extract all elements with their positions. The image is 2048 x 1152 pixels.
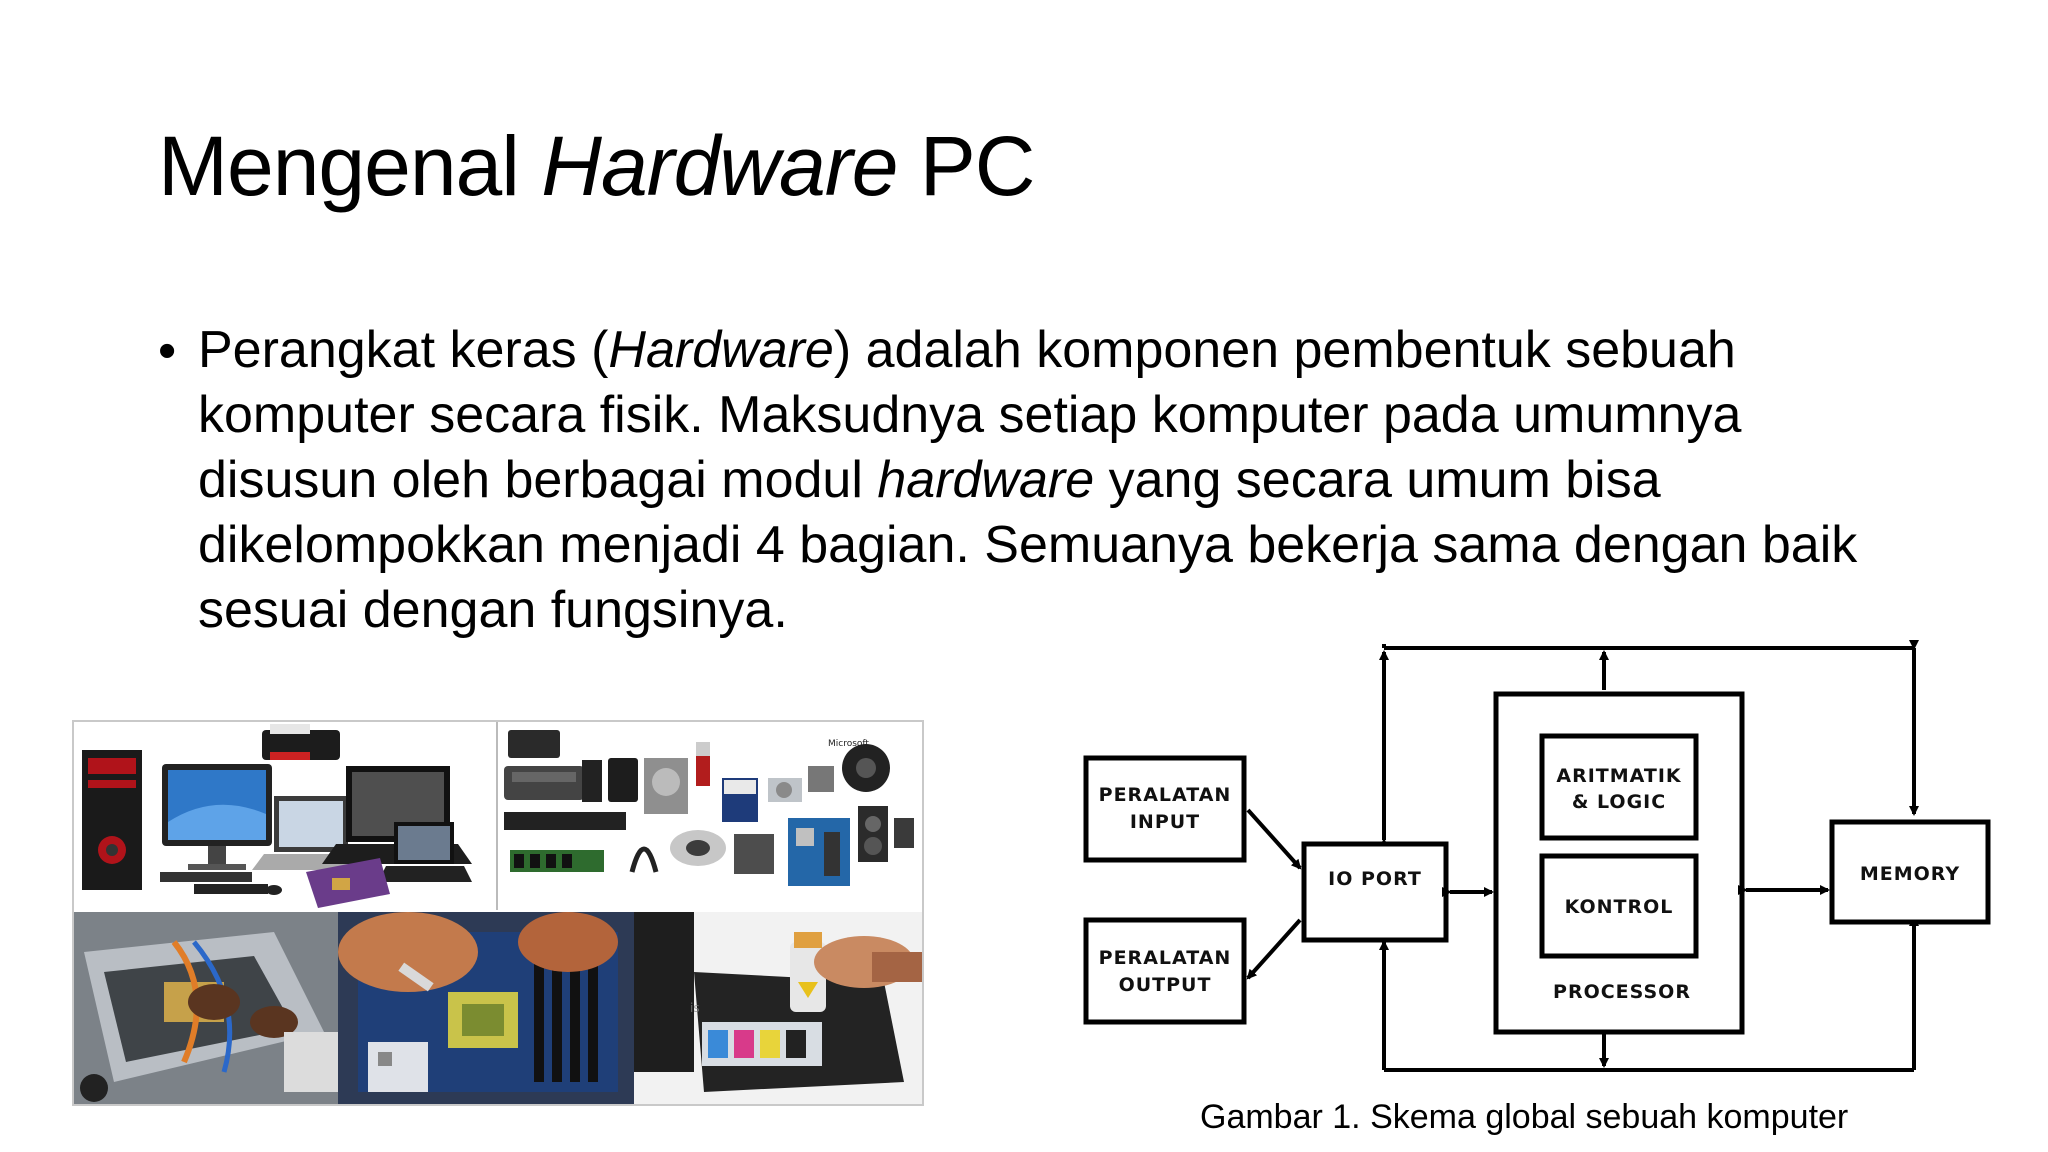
svg-text:is: is	[690, 1001, 700, 1015]
title-italic-text: Hardware	[541, 119, 898, 213]
alu-box	[1539, 733, 1699, 841]
title-text: Mengenal	[158, 119, 542, 213]
svg-text:ARITMATIK: ARITMATIK	[1556, 765, 1682, 787]
svg-text:& LOGIC: & LOGIC	[1572, 791, 1666, 813]
input-device-box: PERALATAN INPUT	[1083, 755, 1247, 863]
processor-box: ARITMATIK & LOGIC KONTROL PROCESSOR	[1493, 691, 1745, 1035]
control-box	[1539, 853, 1699, 959]
desktop-laptop-printer-photo	[74, 722, 498, 910]
svg-text:INPUT: INPUT	[1130, 811, 1200, 833]
motherboard-repair-photo	[338, 912, 634, 1104]
title-text-end: PC	[897, 119, 1036, 213]
svg-text:Microsoft: Microsoft	[828, 739, 869, 749]
bullet-icon: •	[158, 322, 177, 380]
svg-text:OUTPUT: OUTPUT	[1119, 974, 1212, 996]
svg-text:PERALATAN: PERALATAN	[1099, 784, 1232, 806]
pc-assembly-photo	[74, 912, 338, 1104]
figure-caption: Gambar 1. Skema global sebuah komputer	[1200, 1098, 1849, 1136]
svg-text:PERALATAN: PERALATAN	[1099, 947, 1232, 969]
io-port-box: IO PORT	[1301, 841, 1449, 943]
svg-text:PROCESSOR: PROCESSOR	[1553, 981, 1691, 1003]
svg-text:MEMORY: MEMORY	[1860, 863, 1960, 885]
computer-schema-diagram: PERALATAN INPUT PERALATAN OUTPUT IO PORT…	[1070, 636, 2010, 1091]
io-to-output-arrow	[1246, 918, 1302, 980]
printer-ink-refill-photo: is	[634, 912, 922, 1104]
input-to-io-arrow	[1246, 808, 1302, 870]
computer-components-photo: Microsoft	[498, 722, 922, 910]
bus-lines	[1379, 640, 1919, 1072]
slide-title: Mengenal Hardware PC	[158, 118, 1036, 215]
bullet-paragraph: • Perangkat keras (Hardware) adalah komp…	[158, 318, 1878, 643]
hardware-photo-collage: Microsoft	[72, 720, 924, 1106]
bullet-text: Perangkat keras (Hardware) adalah kompon…	[198, 321, 1858, 639]
svg-text:KONTROL: KONTROL	[1565, 896, 1674, 918]
svg-text:IO PORT: IO PORT	[1328, 868, 1422, 890]
memory-box: MEMORY	[1829, 819, 1991, 925]
output-device-box: PERALATAN OUTPUT	[1083, 917, 1247, 1025]
